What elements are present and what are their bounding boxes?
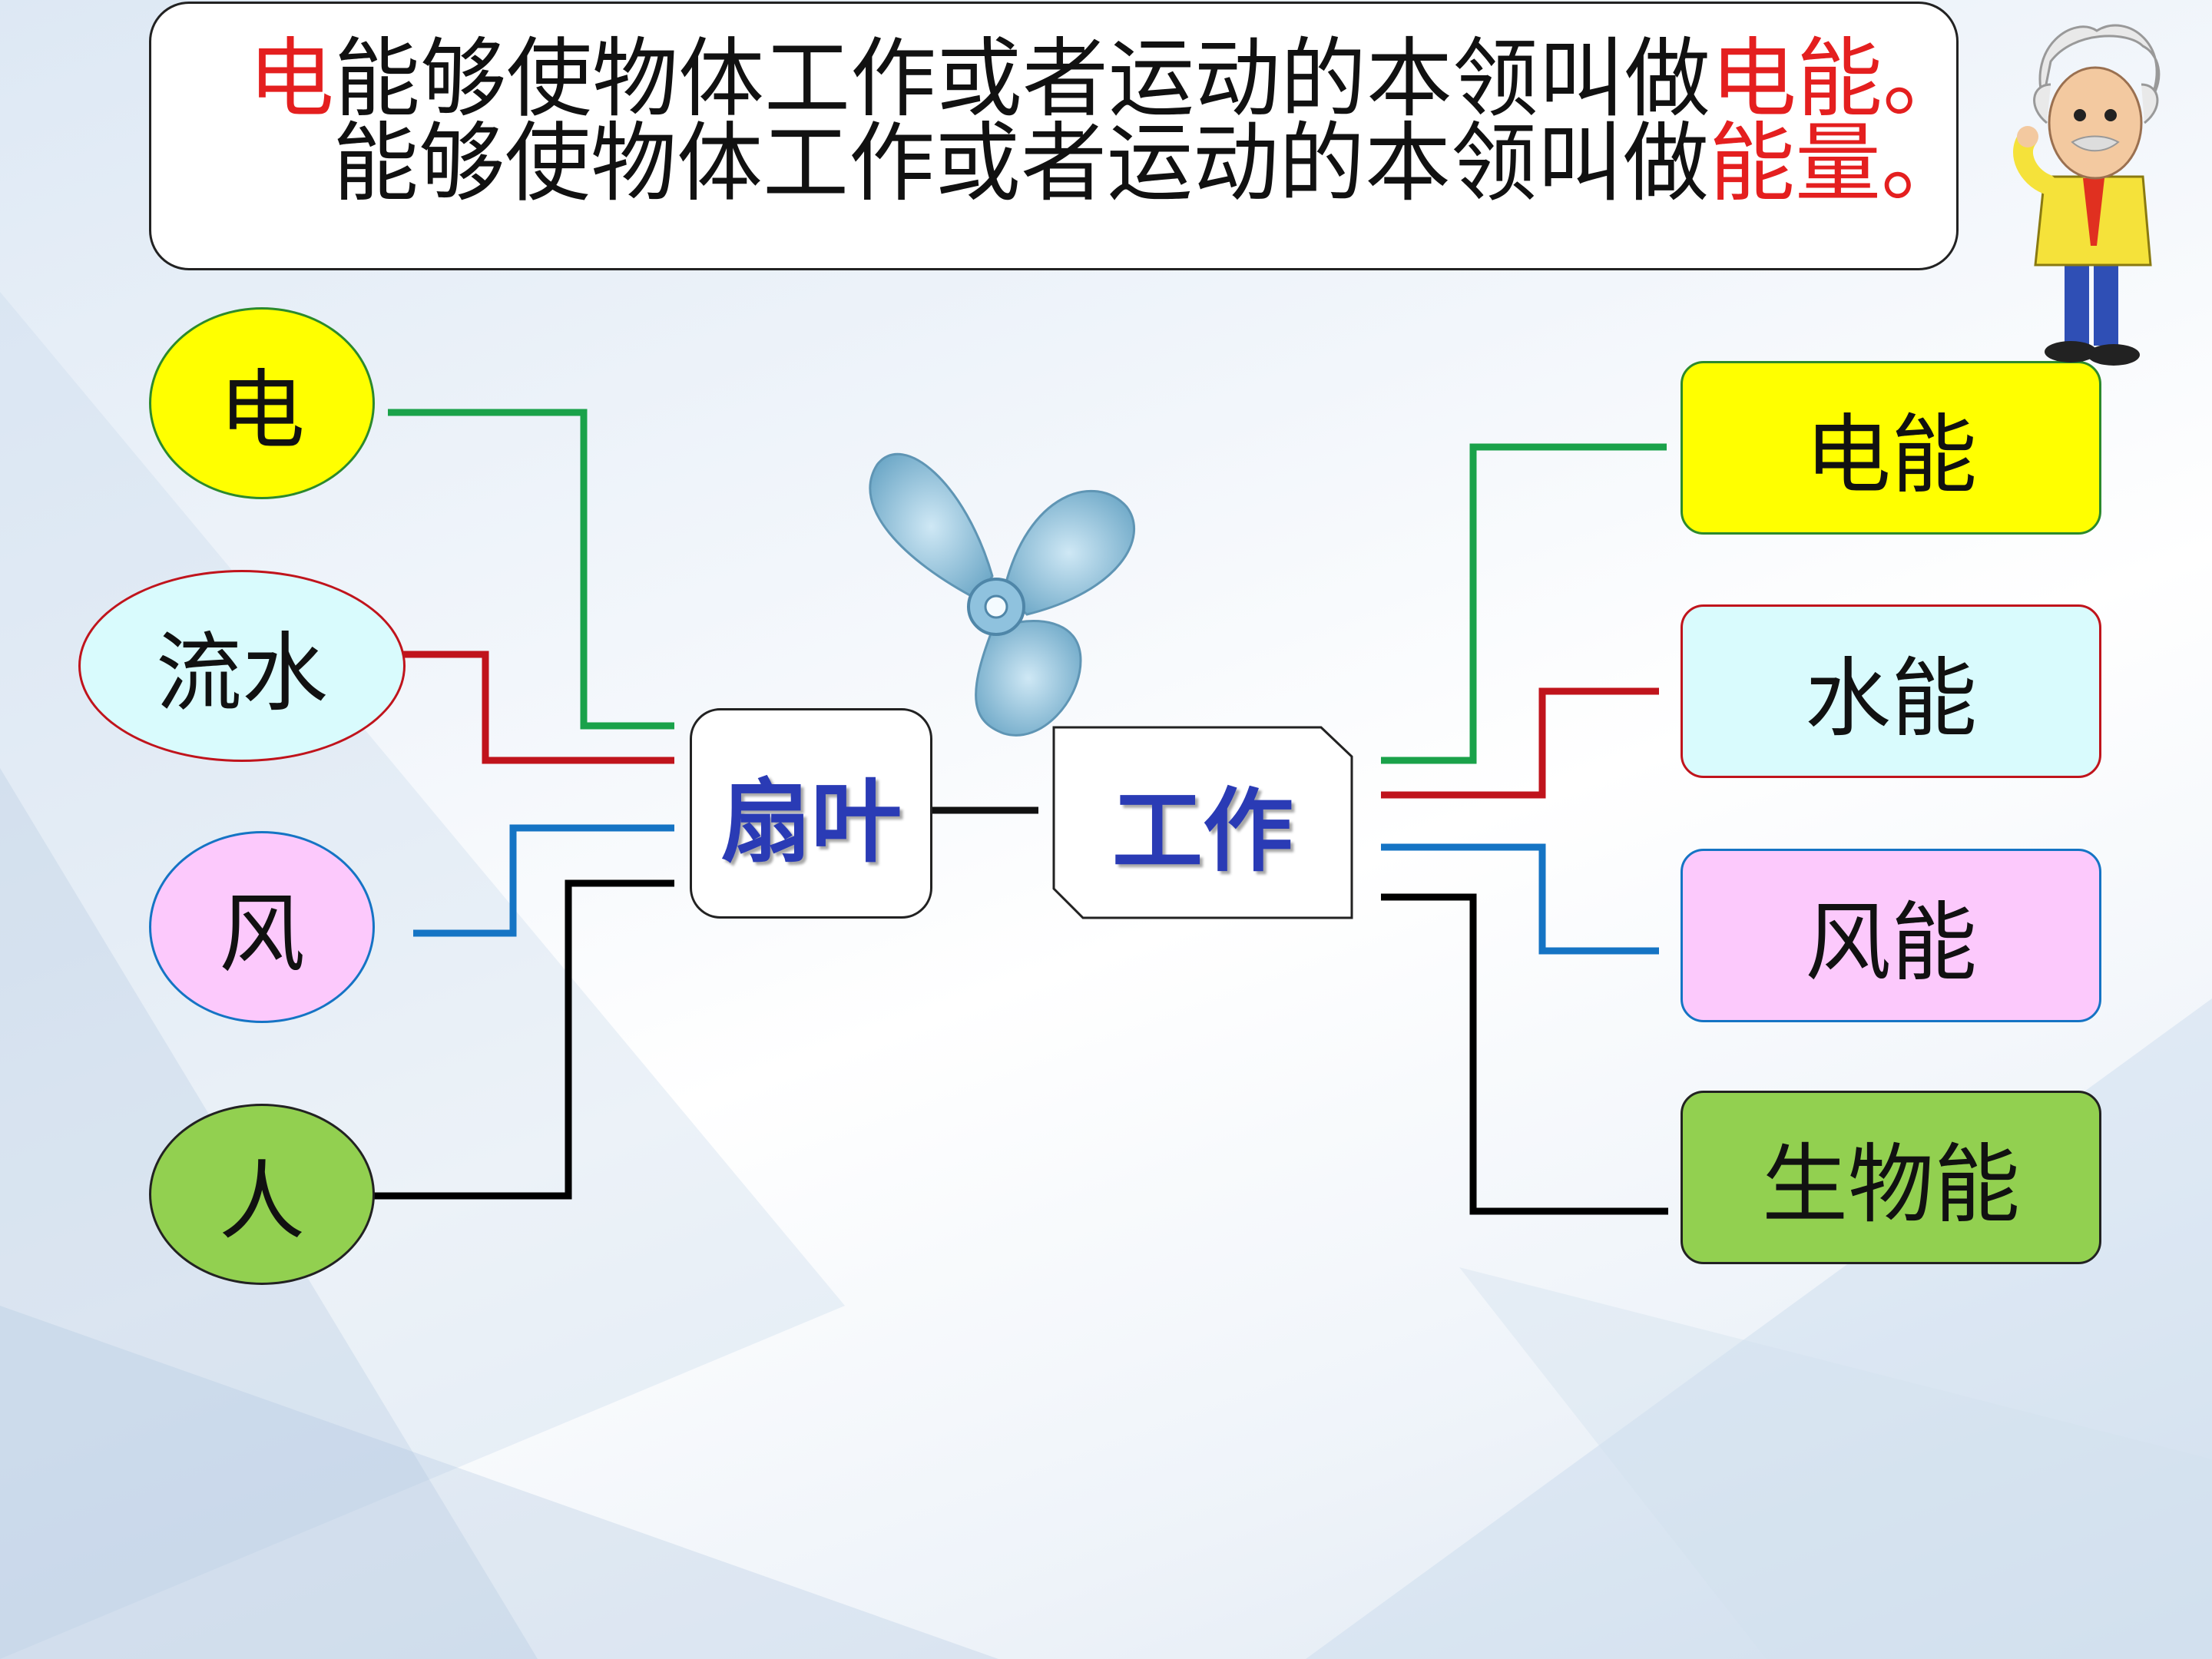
definition-line-1-text: 能够使物体工作或者运动的本领叫做 [334,29,1710,129]
source-human: 人 [149,1104,375,1285]
source-wind-label: 风 [219,885,305,985]
source-flowing-water-label: 流水 [156,624,328,724]
connector-electric-to-blade [388,409,674,730]
connector-work-to-water-energy [1381,687,1659,799]
source-human-label: 人 [219,1152,305,1252]
energy-electric: 电能 [1681,361,2101,535]
definition-line-2-term: 能量。 [1709,114,1967,214]
connector-work-to-electric-energy [1381,443,1667,764]
work-box-shape [1052,726,1353,919]
work-box: 工作 [1052,726,1353,919]
definition-line-1: 电能够使物体工作或者运动的本领叫做电能。 [248,36,1969,122]
definition-box: 电能够使物体工作或者运动的本领叫做电能。 能够使物体工作或者运动的本领叫做能量。 [149,2,1969,270]
definition-line-1-term: 电能。 [1710,29,1969,129]
definition-line-2: 能够使物体工作或者运动的本领叫做能量。 [333,121,1967,207]
work-label: 工作 [1111,777,1293,884]
source-electricity-label: 电 [219,361,305,461]
energy-wind: 风能 [1681,849,2101,1022]
fan-blade-box: 扇叶 [690,708,932,919]
work-label-wrap: 工作 [1052,726,1353,919]
energy-wind-label: 风能 [1805,893,1977,993]
fan-blade-label: 扇叶 [720,768,902,875]
energy-bio: 生物能 [1681,1091,2101,1264]
definition-line-2-text: 能够使物体工作或者运动的本领叫做 [333,114,1709,214]
energy-bio-label: 生物能 [1762,1135,2020,1235]
connector-work-to-wind-energy [1381,843,1659,955]
energy-electric-label: 电能 [1805,406,1977,505]
source-wind: 风 [149,831,375,1023]
connector-work-to-bio-energy [1381,893,1668,1215]
connector-wind-to-blade [413,824,674,937]
energy-water-label: 水能 [1805,649,1977,749]
source-electricity: 电 [149,307,375,499]
energy-water: 水能 [1681,604,2101,778]
definition-line-1-prefix: 电 [248,29,334,129]
source-flowing-water: 流水 [78,570,406,762]
connector-human-to-blade [373,879,674,1200]
connector-water-to-blade [390,651,674,764]
